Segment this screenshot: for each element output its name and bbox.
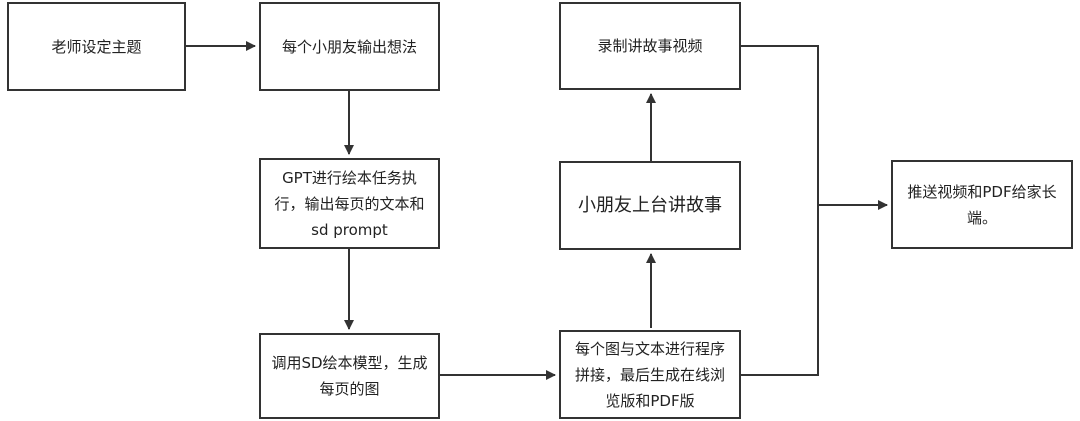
node-kids-ideas: 每个小朋友输出想法 xyxy=(259,2,440,91)
node-push-parents: 推送视频和PDF给家长 端。 xyxy=(891,160,1073,249)
node-kids-story: 小朋友上台讲故事 xyxy=(559,161,741,250)
node-gpt-task: GPT进行绘本任务执 行，输出每页的文本和 sd prompt xyxy=(259,158,440,249)
line-record-to-merge xyxy=(741,45,819,205)
node-record-video: 录制讲故事视频 xyxy=(559,2,741,90)
node-stitch: 每个图与文本进行程序 拼接，最后生成在线浏 览版和PDF版 xyxy=(559,330,741,419)
line-stitch-to-merge xyxy=(741,205,819,376)
node-sd-model: 调用SD绘本模型，生成 每页的图 xyxy=(259,333,440,419)
node-teacher-topic: 老师设定主题 xyxy=(7,2,186,91)
